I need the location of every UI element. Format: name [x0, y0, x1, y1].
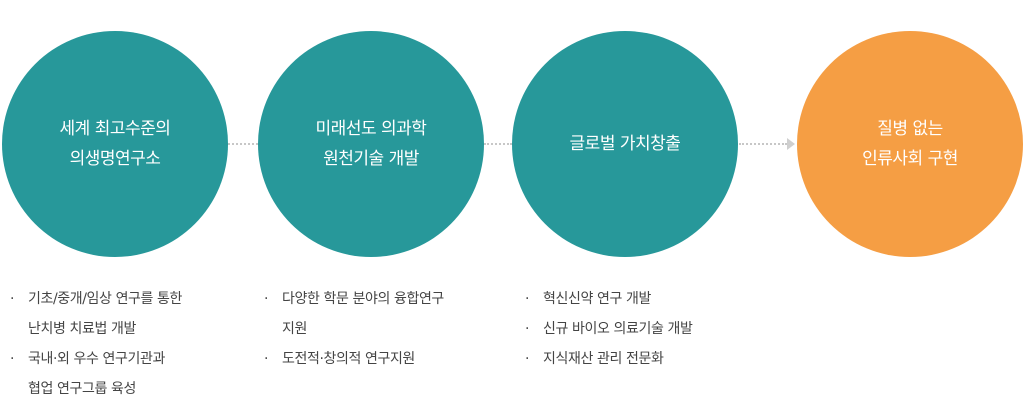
list-item-line1: 국내·외 우수 연구기관과 — [28, 351, 165, 367]
bullet-dot: · — [264, 291, 269, 307]
list-item-line2: 난치병 치료법 개발 — [28, 321, 136, 337]
list-item: · 지식재산 관리 전문화 — [525, 344, 692, 374]
goal-circle-2: 미래선도 의과학 원천기술 개발 — [258, 31, 484, 257]
connector-1 — [228, 143, 258, 145]
list-item-line1: 신규 바이오 의료기술 개발 — [543, 321, 693, 337]
bullet-dot: · — [10, 291, 15, 307]
goal-circle-3: 글로벌 가치창출 — [512, 31, 738, 257]
list-item-line1: 다양한 학문 분야의 융합연구 — [282, 291, 444, 307]
connector-3 — [739, 143, 787, 145]
goal-circle-1-line2: 의생명연구소 — [69, 149, 161, 169]
bullet-list-2: · 다양한 학문 분야의 융합연구 지원 · 도전적·창의적 연구지원 — [264, 284, 444, 374]
list-item-line1: 기초/중개/임상 연구를 통한 — [28, 291, 183, 307]
goal-circle-2-line1: 미래선도 의과학 — [315, 119, 427, 139]
list-item-line1: 도전적·창의적 연구지원 — [282, 351, 415, 367]
bullet-list-1: · 기초/중개/임상 연구를 통한 난치병 치료법 개발 · 국내·외 우수 연… — [10, 284, 182, 404]
list-item: · 다양한 학문 분야의 융합연구 지원 — [264, 284, 444, 344]
arrow-right-icon — [787, 138, 795, 150]
list-item: · 도전적·창의적 연구지원 — [264, 344, 444, 374]
list-item-line1: 혁신신약 연구 개발 — [543, 291, 651, 307]
goal-circle-4-line2: 인류사회 구현 — [862, 149, 958, 169]
bullet-list-3: · 혁신신약 연구 개발 · 신규 바이오 의료기술 개발 · 지식재산 관리 … — [525, 284, 693, 374]
goal-circle-1-line1: 세계 최고수준의 — [59, 119, 171, 139]
bullet-dot: · — [10, 351, 15, 367]
goal-circle-2-line2: 원천기술 개발 — [323, 149, 419, 169]
bullet-dot: · — [264, 351, 269, 367]
list-item-line1: 지식재산 관리 전문화 — [543, 351, 664, 367]
list-item: · 신규 바이오 의료기술 개발 — [525, 314, 693, 344]
list-item-line2: 협업 연구그룹 육성 — [28, 381, 136, 397]
goal-circle-1: 세계 최고수준의 의생명연구소 — [2, 31, 228, 257]
list-item: · 기초/중개/임상 연구를 통한 난치병 치료법 개발 — [10, 284, 182, 344]
bullet-dot: · — [525, 321, 530, 337]
bullet-dot: · — [525, 351, 530, 367]
goal-circle-3-line1: 글로벌 가치창출 — [569, 134, 681, 154]
bullet-dot: · — [525, 291, 530, 307]
goal-circle-4-line1: 질병 없는 — [877, 119, 943, 139]
list-item: · 혁신신약 연구 개발 — [525, 284, 692, 314]
connector-2 — [484, 143, 512, 145]
list-item: · 국내·외 우수 연구기관과 협업 연구그룹 육성 — [10, 344, 182, 404]
goal-circle-4: 질병 없는 인류사회 구현 — [797, 31, 1023, 257]
list-item-line2: 지원 — [282, 321, 307, 337]
